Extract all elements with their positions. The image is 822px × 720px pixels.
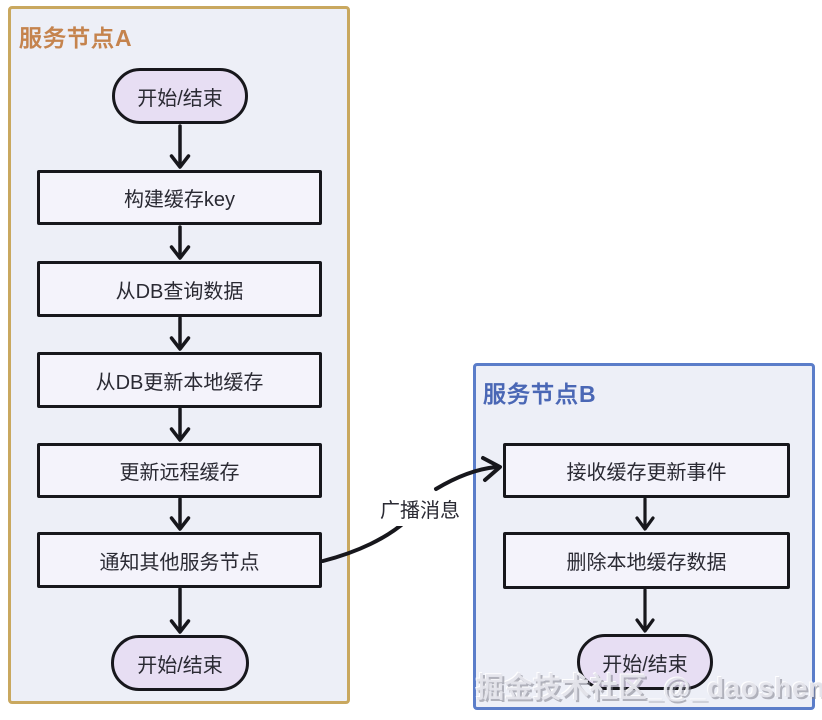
flow-node-notify-other-nodes: 通知其他服务节点 <box>37 532 322 588</box>
flow-node-label: 接收缓存更新事件 <box>566 462 727 484</box>
service-node-a-title: 服务节点A <box>19 25 133 51</box>
broadcast-message-label: 广播消息 <box>370 493 470 526</box>
flow-node-end-b: 开始/结束 <box>577 634 713 690</box>
service-node-b-title: 服务节点B <box>483 381 597 407</box>
flow-node-label: 从DB更新本地缓存 <box>95 371 264 394</box>
service-node-a-container: 服务节点A 开始/结束 构建缓存key 从DB查询数据 从DB更新本地缓存 更新… <box>8 6 350 704</box>
flow-node-end-a: 开始/结束 <box>111 635 249 691</box>
flow-node-query-db: 从DB查询数据 <box>37 261 322 317</box>
flow-node-build-cache-key: 构建缓存key <box>37 170 322 225</box>
flow-node-receive-cache-event: 接收缓存更新事件 <box>503 443 790 498</box>
service-node-b-container: 服务节点B 接收缓存更新事件 删除本地缓存数据 开始/结束 <box>473 363 815 710</box>
flow-node-label: 开始/结束 <box>137 654 223 677</box>
flow-node-label: 构建缓存key <box>123 189 236 211</box>
flow-node-label: 通知其他服务节点 <box>99 551 260 574</box>
flow-node-label: 从DB查询数据 <box>115 280 244 303</box>
watermark-text: 掘金技术社区_@_daoshenzzg <box>476 672 822 703</box>
flow-node-label: 更新远程缓存 <box>119 462 240 484</box>
flow-node-delete-local-cache: 删除本地缓存数据 <box>503 532 790 589</box>
flow-node-start-a: 开始/结束 <box>112 68 248 124</box>
flow-node-label: 开始/结束 <box>137 87 223 110</box>
flow-node-update-remote-cache: 更新远程缓存 <box>37 443 322 498</box>
flow-node-label: 删除本地缓存数据 <box>566 552 727 574</box>
flow-node-label: 开始/结束 <box>602 653 688 676</box>
flow-node-update-local-cache: 从DB更新本地缓存 <box>37 352 322 408</box>
